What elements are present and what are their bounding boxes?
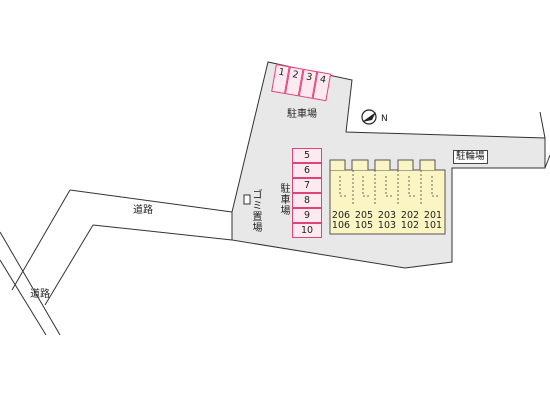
unit-upper-number: 202 xyxy=(400,210,420,221)
parking-spot: 9 xyxy=(292,208,322,223)
garbage-bin-marker xyxy=(243,194,251,205)
north-letter: N xyxy=(381,114,388,124)
bicycle-parking-label: 駐輪場 xyxy=(453,150,488,164)
unit-dividers xyxy=(339,170,438,204)
parking-spot: 7 xyxy=(292,178,322,193)
garbage-label: ゴミ置場 xyxy=(252,190,263,234)
unit-upper-number: 206 xyxy=(331,210,351,221)
road-label-lower: 道路 xyxy=(30,289,50,300)
road-label-upper: 道路 xyxy=(133,205,153,216)
parking-side-label: 駐車場 xyxy=(280,184,291,217)
apartment-building xyxy=(329,169,446,235)
unit-upper-number: 205 xyxy=(354,210,374,221)
north-arrow-icon: N xyxy=(361,109,388,125)
unit-lower-number: 105 xyxy=(354,220,374,231)
parking-top-label: 駐車場 xyxy=(287,109,317,120)
unit-lower-number: 101 xyxy=(423,220,443,231)
parking-spot: 6 xyxy=(292,163,322,178)
unit-upper-number: 203 xyxy=(377,210,397,221)
parking-side-column: 5 6 7 8 9 10 xyxy=(292,148,322,238)
unit-upper-number: 201 xyxy=(423,210,443,221)
unit-lower-number: 106 xyxy=(331,220,351,231)
road-edges xyxy=(0,189,233,336)
parking-spot: 10 xyxy=(292,223,322,238)
building-outline-notches xyxy=(329,159,436,170)
parking-spot: 8 xyxy=(292,193,322,208)
unit-lower-number: 102 xyxy=(400,220,420,231)
road-edges-right xyxy=(539,111,550,169)
unit-lower-number: 103 xyxy=(377,220,397,231)
parking-spot: 5 xyxy=(292,148,322,163)
